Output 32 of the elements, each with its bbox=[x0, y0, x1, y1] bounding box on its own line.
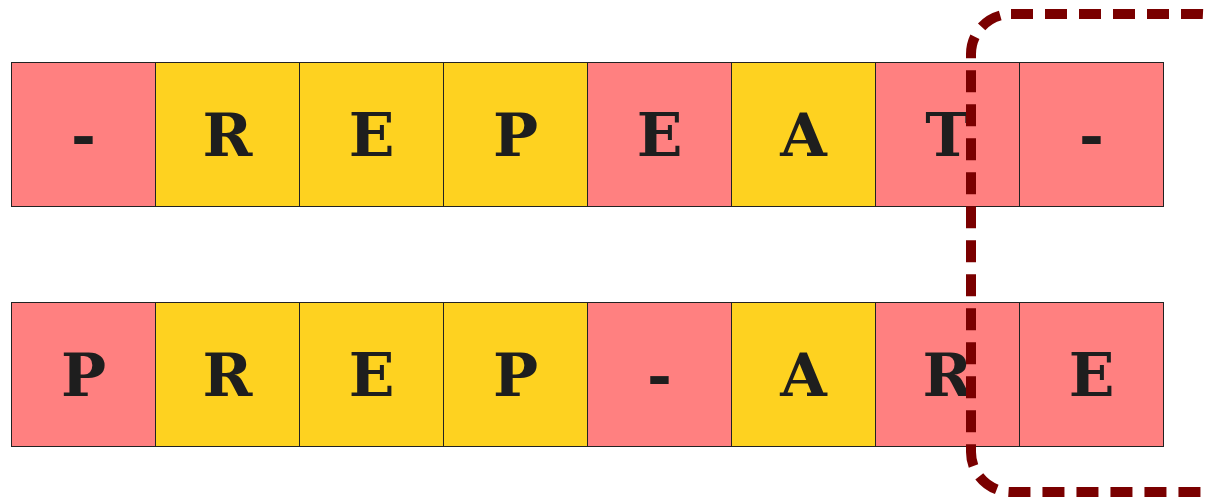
letter-tile bbox=[443, 302, 588, 447]
tile-letter: P bbox=[492, 104, 539, 165]
letter-tile bbox=[731, 62, 876, 207]
letter-tile bbox=[155, 62, 300, 207]
tile-letter: - bbox=[1079, 104, 1104, 165]
letter-tile bbox=[875, 62, 1020, 207]
letter-tile bbox=[299, 302, 444, 447]
tile-letter: R bbox=[922, 344, 973, 405]
tile-letter: - bbox=[71, 104, 96, 165]
letter-tile bbox=[299, 62, 444, 207]
tile-letter: T bbox=[925, 104, 970, 165]
letter-tile bbox=[11, 62, 156, 207]
tile-letter: E bbox=[348, 344, 395, 405]
tile-letter: - bbox=[647, 344, 672, 405]
tile-letter: R bbox=[202, 344, 253, 405]
letter-tile bbox=[875, 302, 1020, 447]
tile-letter: A bbox=[780, 344, 827, 405]
letter-tile bbox=[155, 302, 300, 447]
letter-tile bbox=[1019, 62, 1164, 207]
letter-tile bbox=[587, 62, 732, 207]
letter-tile bbox=[587, 302, 732, 447]
tile-letter: P bbox=[492, 344, 539, 405]
letter-tile bbox=[1019, 302, 1164, 447]
tile-letter: E bbox=[1068, 344, 1115, 405]
tile-letter: A bbox=[780, 104, 827, 165]
tile-letter: R bbox=[202, 104, 253, 165]
letter-tile bbox=[443, 62, 588, 207]
tile-letter: E bbox=[636, 104, 683, 165]
letter-tile bbox=[731, 302, 876, 447]
tile-letter: P bbox=[60, 344, 107, 405]
letter-tile bbox=[11, 302, 156, 447]
tile-letter: E bbox=[348, 104, 395, 165]
